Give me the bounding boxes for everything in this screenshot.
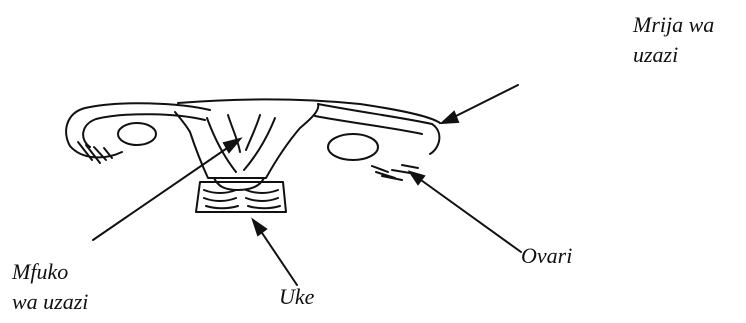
left-ovary xyxy=(118,123,156,145)
cervix xyxy=(214,178,264,190)
arrow-vagina xyxy=(256,224,297,285)
label-fallopian-tube: Mrija wa uzazi xyxy=(633,10,714,70)
arrowhead-vagina xyxy=(253,220,266,235)
arrow-fallopian-tube xyxy=(446,85,518,121)
label-ovary: Ovari xyxy=(521,241,572,271)
right-ovary xyxy=(328,134,378,160)
label-uterus: Mfuko wa uzazi xyxy=(12,257,88,317)
label-vagina: Uke xyxy=(279,282,314,312)
left-fallopian-tube-inner xyxy=(83,114,205,147)
label-fallopian-tube-line1: Mrija wa xyxy=(633,10,714,40)
uterus-cavity xyxy=(207,118,275,172)
vagina-ridges xyxy=(204,190,280,208)
left-fimbriae xyxy=(78,142,112,163)
label-uterus-line1: Mfuko xyxy=(12,257,88,287)
arrowhead-fallopian-tube xyxy=(442,112,458,123)
label-fallopian-tube-line2: uzazi xyxy=(633,40,714,70)
arrow-uterus xyxy=(93,142,236,240)
label-uterus-line2: wa uzazi xyxy=(12,287,88,317)
arrowhead-ovary xyxy=(410,172,424,184)
arrow-ovary xyxy=(414,175,521,252)
